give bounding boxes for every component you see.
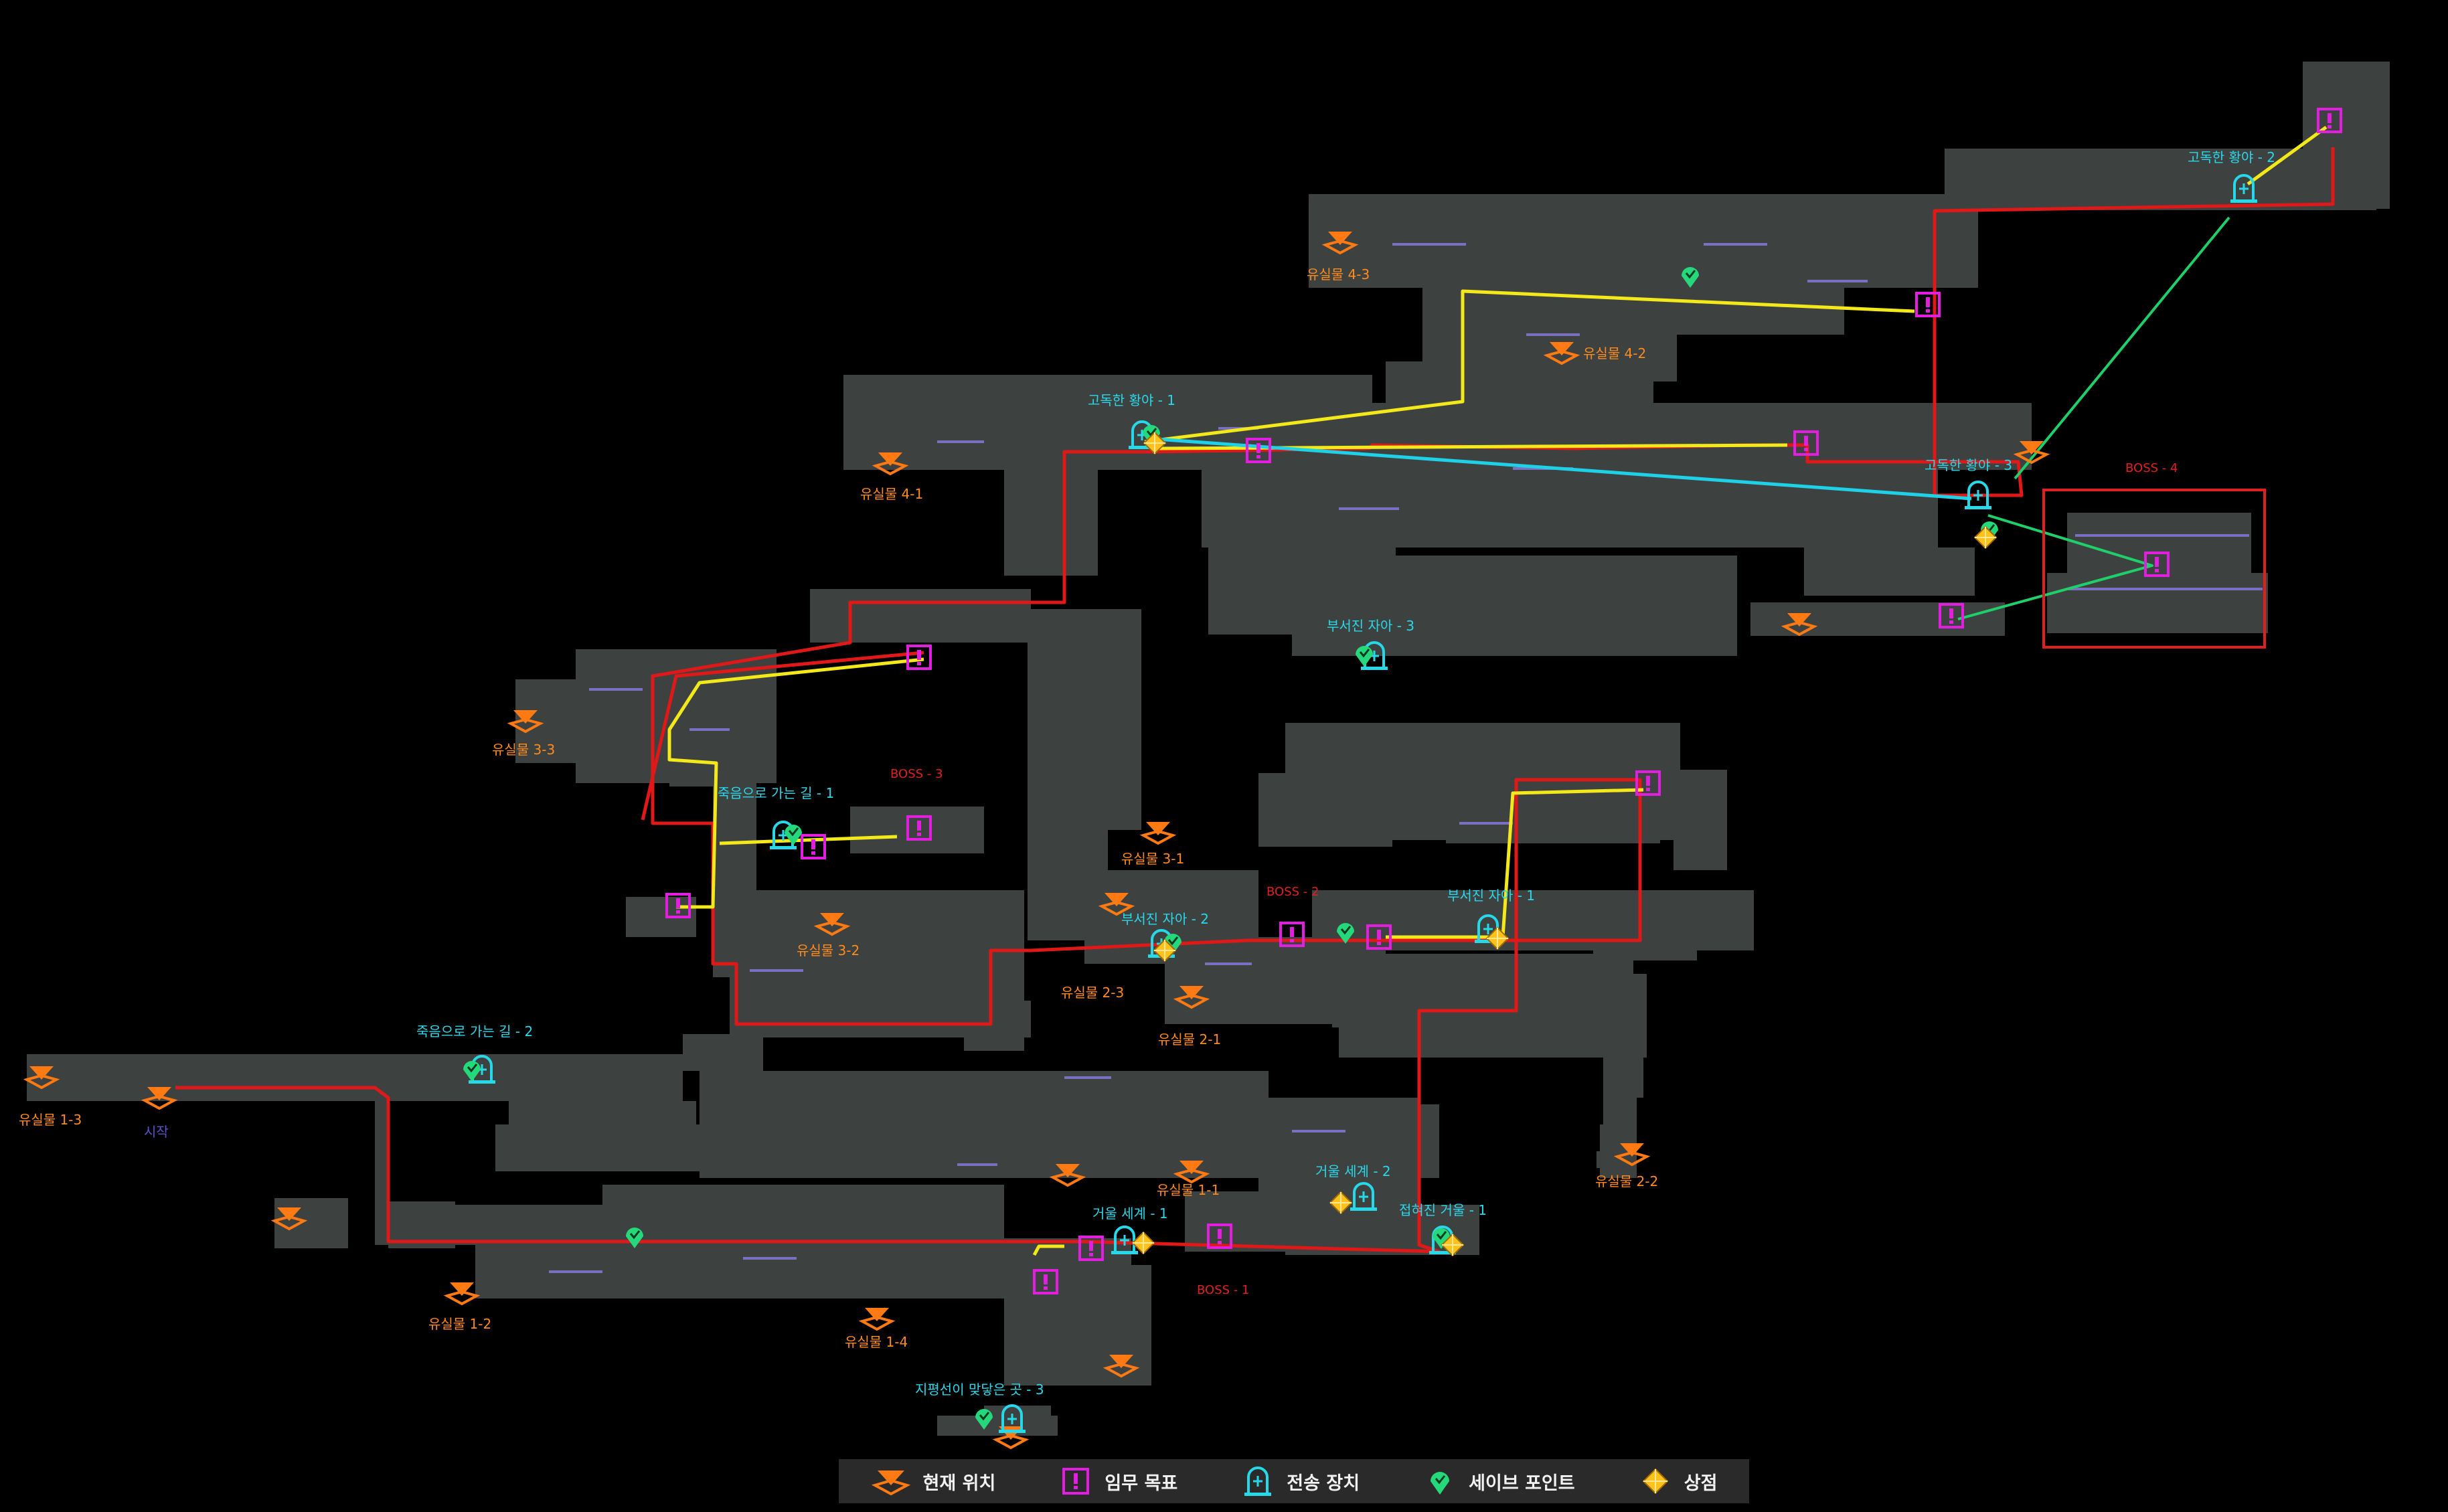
label-horizon-3: 지평선이 맞닿은 곳 - 3 — [915, 1381, 1044, 1398]
location-arrow-icon[interactable] — [446, 1281, 478, 1305]
label-relic-4-2: 유실물 4-2 — [1583, 345, 1646, 361]
legend-label-teleporter: 전송 장치 — [1287, 1473, 1360, 1494]
label-relic-1-2: 유실물 1-2 — [428, 1316, 491, 1332]
label-mirror-world-2: 거울 세계 - 2 — [1315, 1163, 1391, 1179]
save-point-icon — [1431, 1472, 1450, 1495]
label-mirror-world-1: 거울 세계 - 1 — [1092, 1205, 1168, 1222]
map-legend: 현재 위치 임무 목표 전송 장치 세이브 포인트 상점 — [839, 1459, 1749, 1503]
boss-4-room[interactable] — [2042, 489, 2266, 649]
label-sealed-mirror-1: 접혀진 거울 - 1 — [1399, 1202, 1487, 1218]
location-arrow-icon[interactable] — [1142, 821, 1174, 845]
location-arrow-icon[interactable] — [861, 1307, 893, 1331]
side-route — [1144, 289, 1915, 444]
legend-save-point: 세이브 포인트 — [1423, 1464, 1575, 1498]
alt-main-route — [641, 651, 924, 821]
label-broken-self-3: 부서진 자아 - 3 — [1327, 618, 1414, 634]
label-start: 시작 — [144, 1124, 169, 1140]
label-relic-1-4: 유실물 1-4 — [845, 1334, 908, 1350]
legend-shop: 상점 — [1639, 1464, 1718, 1498]
label-boss-1: BOSS - 1 — [1197, 1283, 1249, 1297]
save-point-icon[interactable] — [1354, 645, 1374, 668]
label-death-road-1: 죽음으로 가는 길 - 1 — [718, 785, 834, 801]
label-lonely-waste-2: 고독한 황야 - 2 — [2188, 149, 2275, 165]
label-broken-self-1: 부서진 자아 - 1 — [1447, 888, 1535, 904]
quest-exclamation-icon — [1062, 1468, 1090, 1495]
teleporter-icon — [1244, 1466, 1272, 1496]
label-relic-4-1: 유실물 4-1 — [860, 486, 923, 502]
label-relic-2-3: 유실물 2-3 — [1061, 985, 1124, 1001]
teleport-link — [1147, 436, 1972, 501]
label-relic-3-1: 유실물 3-1 — [1121, 851, 1184, 867]
legend-quest-objective: 임무 목표 — [1059, 1464, 1177, 1498]
label-relic-1-3: 유실물 1-3 — [19, 1112, 82, 1128]
label-death-road-2: 죽음으로 가는 길 - 2 — [416, 1023, 533, 1039]
label-lonely-waste-1: 고독한 황야 - 1 — [1088, 392, 1175, 408]
label-lonely-waste-3: 고독한 황야 - 3 — [1925, 457, 2012, 473]
side-route — [1386, 788, 1644, 939]
shop-diamond-icon[interactable] — [1132, 1232, 1155, 1254]
label-boss-4: BOSS - 4 — [2125, 461, 2178, 475]
label-relic-1-1: 유실물 1-1 — [1157, 1182, 1220, 1198]
legend-current-position: 현재 위치 — [871, 1464, 996, 1498]
label-relic-3-3: 유실물 3-3 — [492, 742, 555, 758]
shop-diamond-icon — [1642, 1468, 1669, 1495]
legend-label-current-position: 현재 위치 — [922, 1473, 996, 1494]
label-relic-3-2: 유실물 3-2 — [797, 942, 860, 958]
label-relic-2-2: 유실물 2-2 — [1595, 1173, 1658, 1189]
legend-label-shop: 상점 — [1684, 1473, 1718, 1494]
shortcut-link — [2014, 216, 2230, 480]
location-arrow-icon — [871, 1471, 910, 1496]
label-relic-2-1: 유실물 2-1 — [1158, 1031, 1221, 1047]
teleporter-icon[interactable] — [1963, 481, 1993, 511]
side-route — [719, 835, 898, 845]
side-route — [2247, 125, 2328, 186]
quest-exclamation-icon[interactable] — [906, 645, 932, 670]
label-relic-4-3: 유실물 4-3 — [1307, 266, 1370, 282]
label-boss-2: BOSS - 2 — [1267, 885, 1319, 899]
side-route — [667, 657, 924, 909]
label-boss-3: BOSS - 3 — [890, 767, 943, 781]
legend-teleporter: 전송 장치 — [1241, 1464, 1360, 1498]
label-broken-self-2: 부서진 자아 - 2 — [1121, 911, 1209, 927]
legend-label-quest-objective: 임무 목표 — [1105, 1473, 1178, 1494]
legend-label-save-point: 세이브 포인트 — [1469, 1473, 1575, 1494]
side-route — [1032, 1244, 1064, 1256]
